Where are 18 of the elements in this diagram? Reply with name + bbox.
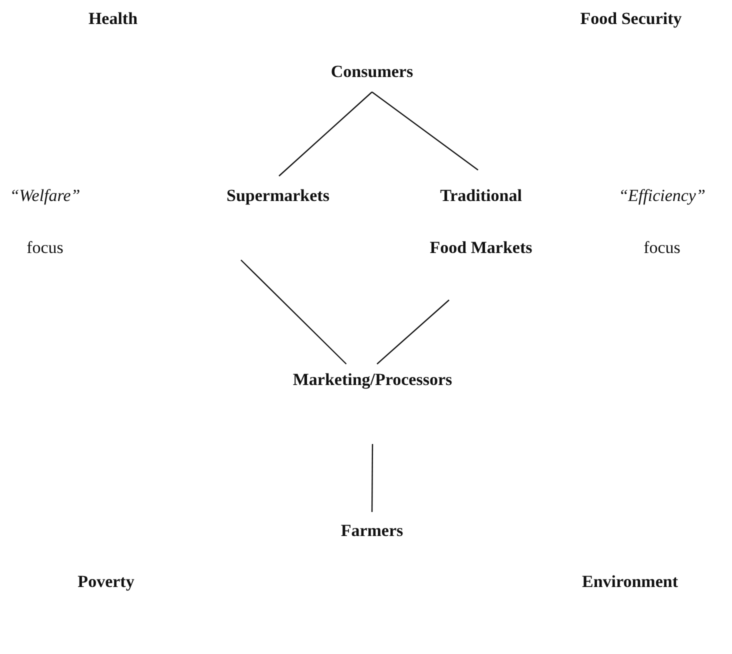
connector-line — [240, 260, 347, 364]
node-label: Traditional Food Markets — [428, 185, 534, 259]
node-label: Farmers — [340, 520, 404, 542]
node-label: Consumers — [330, 62, 414, 82]
connector-line — [376, 300, 450, 364]
side-label: “Welfare” — [10, 186, 80, 206]
heading-label: Food Security — [580, 9, 682, 29]
connector-line — [278, 92, 372, 176]
side-label: “Efficiency” — [618, 186, 706, 206]
heading-label: Environment — [582, 572, 678, 592]
heading-label: Health — [88, 9, 138, 29]
node-label: Marketing/Processors — [292, 369, 454, 391]
connector-line — [371, 444, 374, 512]
side-label: focus — [26, 238, 64, 258]
heading-label: Poverty — [78, 572, 134, 592]
side-label: focus — [644, 238, 680, 258]
node-label: Supermarkets — [226, 185, 330, 207]
connector-line — [372, 92, 478, 170]
